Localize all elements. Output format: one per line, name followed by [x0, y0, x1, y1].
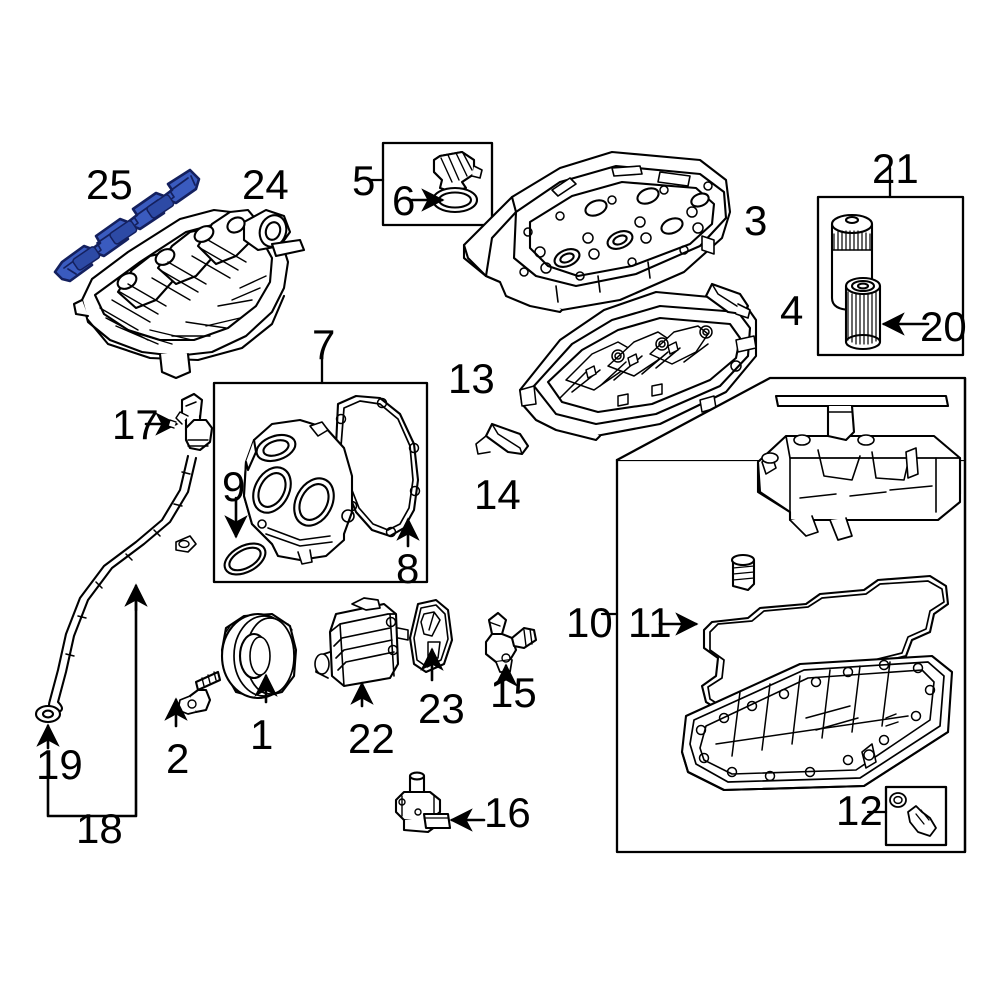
box-21-oil-filter: [816, 166, 965, 357]
callout-label-22: 22: [348, 715, 395, 762]
part-14-cylinder-head-cover-bolt: [475, 422, 530, 456]
callout-label-7: 7: [312, 321, 336, 368]
part-oil-pan-plug: [730, 553, 756, 592]
callout-label-20: 20: [920, 303, 967, 350]
part-9-timing-cover-o-ring: [223, 542, 267, 576]
callout-label-1: 1: [250, 711, 274, 758]
part-19-dipstick-tube-seal: [34, 704, 62, 724]
callout-label-12: 12: [836, 787, 883, 834]
callout-label-14: 14: [474, 471, 521, 518]
leader-18: [46, 592, 138, 818]
part-4-valve-cover-bolt: [704, 282, 751, 319]
callout-label-16: 16: [484, 789, 531, 836]
box-7-timing-cover: [212, 350, 429, 584]
part-16-oil-level-sensor: [394, 771, 452, 834]
part-oil-filler-cap: [432, 150, 483, 194]
part-20-oil-filter-element: [844, 276, 882, 351]
box-5-oil-filler-cap: [368, 141, 494, 227]
part-18-oil-dipstick-tube: [47, 411, 214, 714]
part-24-intake-manifold: [72, 208, 306, 380]
callout-label-24: 24: [242, 161, 289, 208]
callout-label-13: 13: [448, 355, 495, 402]
callout-label-21: 21: [872, 145, 919, 192]
callout-label-19: 19: [36, 741, 83, 788]
part-1-crankshaft-pulley: [220, 612, 298, 700]
part-15-pcv-check-valve: [484, 611, 538, 673]
callout-label-15: 15: [490, 669, 537, 716]
callout-label-17: 17: [112, 401, 159, 448]
callout-label-25: 25: [86, 161, 133, 208]
box-12-oil-drain-plug: [866, 785, 948, 847]
part-8-timing-cover-gasket: [331, 394, 421, 538]
part-11-oil-pan-gasket: [700, 574, 950, 714]
part-upper-oil-pan: [756, 394, 962, 541]
part-lower-oil-pan: [680, 654, 954, 792]
callout-label-4: 4: [780, 287, 804, 334]
callout-label-9: 9: [222, 463, 246, 510]
callout-label-5: 5: [352, 157, 376, 204]
callout-label-11: 11: [628, 599, 672, 646]
part-2-crankshaft-pulley-bolt: [177, 670, 222, 715]
part-3-valve-cover: [462, 150, 732, 314]
callout-label-8: 8: [396, 545, 420, 592]
callout-label-23: 23: [418, 685, 465, 732]
callout-label-6: 6: [392, 177, 416, 224]
part-13-cylinder-head-cover: [518, 290, 758, 442]
part-25-intake-manifold-gasket: [53, 168, 201, 283]
part-22-engine-oil-cooler: [314, 597, 409, 688]
part-timing-cover: [242, 418, 355, 565]
callout-label-18: 18: [76, 805, 123, 852]
callout-label-10: 10: [566, 599, 613, 646]
callout-label-3: 3: [744, 197, 768, 244]
box-10-oil-pan-assembly: [600, 376, 967, 854]
callout-label-2: 2: [166, 735, 190, 782]
